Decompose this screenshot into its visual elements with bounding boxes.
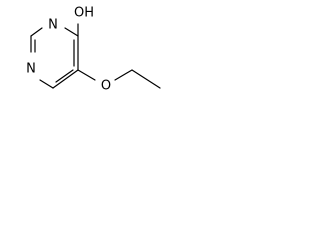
bond-n1-c6: [39, 79, 54, 89]
atom-n3-label: N: [48, 18, 58, 33]
bond-o-ch2: [114, 69, 133, 81]
atom-oh-label: OH: [74, 6, 94, 21]
bond-c5-o: [77, 69, 96, 81]
pyrimidine-structure: N N OH O: [26, 6, 161, 94]
bond-c6-c5: [52, 69, 79, 89]
structure-canvas: N N OH O: [0, 0, 186, 120]
bond-n3-c2: [30, 27, 43, 37]
bond-c6-c5-inner: [55, 69, 74, 83]
atom-o-ether-label: O: [101, 79, 111, 94]
atom-n1-label: N: [26, 62, 36, 77]
bond-c4-n3: [64, 27, 79, 37]
bond-ch2-ch3: [131, 69, 161, 89]
